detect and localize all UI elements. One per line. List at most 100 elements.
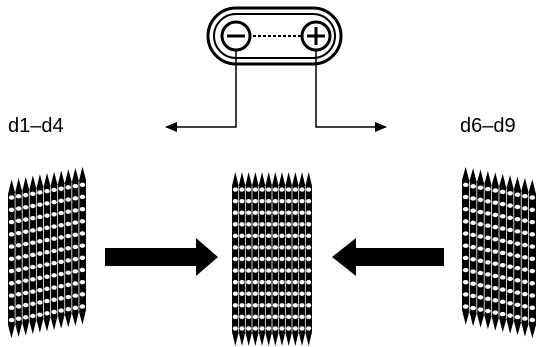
comb-slit <box>292 210 298 215</box>
comb-slit <box>15 243 22 248</box>
comb-slit <box>292 256 298 262</box>
comb-slit <box>529 268 536 274</box>
comb-slit <box>507 191 513 196</box>
comb-slit <box>299 256 305 262</box>
comb-slit <box>44 274 50 279</box>
plus-leader-arrow <box>315 50 387 132</box>
comb-slit <box>65 233 71 239</box>
comb-slit <box>239 314 245 320</box>
comb-slit <box>477 234 484 239</box>
comb-slit <box>65 246 71 251</box>
comb-slit <box>292 303 298 308</box>
comb-slit <box>514 302 521 307</box>
comb-slit <box>485 211 491 216</box>
comb-slit <box>8 293 15 298</box>
comb-slit <box>259 210 265 215</box>
comb-slit <box>470 257 476 262</box>
comb-slit <box>8 317 15 323</box>
comb-slit <box>492 310 499 315</box>
comb-slit <box>286 187 292 192</box>
comb-slit <box>477 185 484 190</box>
comb-slit <box>299 210 305 215</box>
comb-slit <box>485 199 491 204</box>
comb-slit <box>462 280 469 285</box>
comb-slit <box>286 256 292 262</box>
comb-slit <box>462 304 469 309</box>
comb-slit <box>30 289 36 294</box>
comb-slit <box>266 256 272 262</box>
comb-slit <box>279 279 285 285</box>
comb-slit <box>15 316 22 321</box>
comb-slit <box>232 233 238 239</box>
comb-slit <box>492 237 499 242</box>
comb-slit <box>514 204 521 210</box>
comb-slit <box>239 245 245 250</box>
comb-slit <box>292 291 298 296</box>
comb-slit <box>44 225 50 231</box>
comb-slit <box>507 227 513 233</box>
comb-slit <box>279 291 285 296</box>
comb-slit <box>286 326 292 331</box>
comb-slit <box>8 232 15 237</box>
comb-slit <box>470 232 476 238</box>
comb-slit <box>51 199 57 205</box>
comb-slit <box>72 269 79 274</box>
comb-slit <box>246 279 252 285</box>
comb-slit <box>529 219 536 225</box>
comb-slit <box>306 279 312 285</box>
comb-slit <box>499 226 506 231</box>
comb-slit <box>79 304 86 309</box>
comb-slit <box>477 258 484 264</box>
comb-slit <box>286 233 292 239</box>
comb-slit <box>30 264 36 270</box>
comb-slit <box>499 214 506 219</box>
comb-slit <box>246 326 252 331</box>
comb-slit <box>299 268 305 273</box>
comb-slit <box>259 187 265 192</box>
comb-slit <box>58 296 64 301</box>
comb-slit <box>30 313 36 319</box>
comb-block-right <box>462 166 536 339</box>
comb-slit <box>514 290 521 295</box>
comb-slit <box>462 243 469 248</box>
comb-slit <box>306 303 312 308</box>
comb-slit <box>30 203 36 209</box>
comb-slit <box>65 185 71 190</box>
comb-slit <box>529 244 536 249</box>
comb-slit <box>239 268 245 273</box>
comb-slit <box>51 285 57 290</box>
comb-slit <box>507 276 513 282</box>
comb-slit <box>44 298 50 304</box>
comb-slit <box>79 194 86 200</box>
comb-slit <box>299 245 305 250</box>
comb-slit <box>306 256 312 262</box>
comb-slit <box>259 291 265 296</box>
comb-slit <box>259 256 265 262</box>
comb-slit <box>23 192 29 198</box>
comb-slit <box>30 216 36 221</box>
comb-slit <box>492 273 499 279</box>
comb-slit <box>485 223 491 228</box>
comb-slit <box>529 293 536 298</box>
comb-slit <box>252 187 258 192</box>
comb-slit <box>51 236 57 241</box>
comb-slit <box>232 222 238 227</box>
comb-slit <box>514 192 521 197</box>
comb-slit <box>272 256 278 262</box>
comb-slit <box>499 250 506 256</box>
comb-slit <box>252 268 258 273</box>
comb-slit <box>272 222 278 227</box>
comb-slit <box>299 222 305 227</box>
comb-slit <box>252 326 258 331</box>
comb-slit <box>252 314 258 320</box>
comb-slit <box>23 315 29 320</box>
comb-slit <box>72 183 79 189</box>
comb-slit <box>470 305 476 311</box>
comb-slit <box>58 308 64 313</box>
comb-slit <box>239 187 245 192</box>
comb-slit <box>44 213 50 218</box>
comb-slit <box>272 268 278 273</box>
comb-slit <box>286 291 292 296</box>
comb-slit <box>477 307 484 312</box>
comb-slit <box>470 196 476 201</box>
